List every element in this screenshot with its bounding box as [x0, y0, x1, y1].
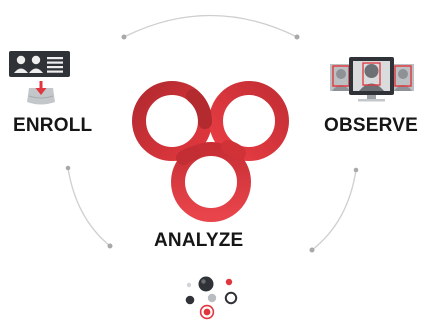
data-points-icon	[185, 276, 238, 320]
data-point-red-target	[199, 304, 215, 320]
arc-left	[67, 167, 111, 247]
data-point-gray	[207, 293, 217, 303]
arc-dot-top-left	[121, 34, 127, 40]
arc-top	[123, 14, 298, 38]
arc-dot-right-top	[353, 167, 359, 173]
arc-dot-right-bottom	[309, 247, 315, 253]
cycle-arc-dots	[65, 34, 359, 253]
id-cards-upload-icon	[9, 51, 70, 105]
arc-dot-left-bottom	[107, 243, 113, 249]
triquetra-knot-logo	[132, 81, 289, 222]
data-point-large-dark	[198, 276, 214, 292]
cycle-arcs	[67, 14, 357, 251]
data-point-red-small	[225, 278, 233, 286]
arc-right	[311, 169, 357, 251]
knot-ring-bottom	[171, 142, 251, 222]
knot-ring-right	[209, 81, 289, 161]
data-point-faint	[186, 282, 192, 288]
face-recognition-icon	[330, 57, 414, 102]
data-point-dark-small	[185, 295, 195, 305]
arc-dot-top-right	[294, 34, 300, 40]
stage-label-observe: OBSERVE	[324, 115, 418, 136]
arc-dot-left-top	[65, 165, 71, 171]
stage-label-enroll: ENROLL	[13, 115, 93, 136]
data-point-ring	[224, 291, 238, 305]
stage-label-analyze: ANALYZE	[154, 230, 244, 251]
